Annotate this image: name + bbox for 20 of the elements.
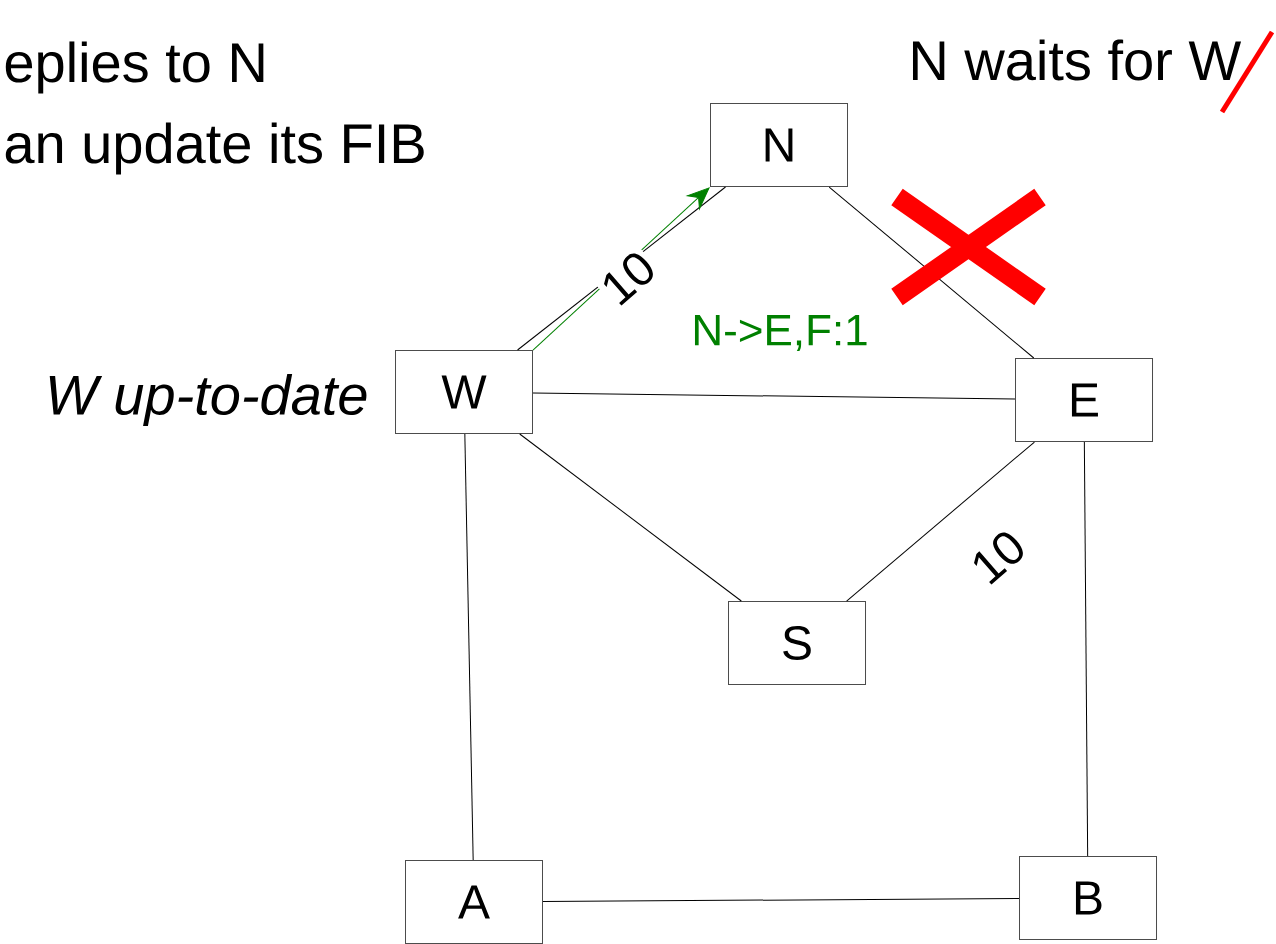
note-text: an update its FIB: [5, 122, 424, 175]
link-line: [519, 433, 742, 602]
note-text: eplies to N: [5, 41, 264, 94]
annotation-text: W up-to-date: [49, 373, 367, 427]
link-line: [1083, 441, 1089, 857]
router-box: E: [1015, 358, 1153, 442]
router-box: A: [405, 860, 543, 944]
router-box: W: [395, 350, 533, 434]
router-box: B: [1019, 856, 1157, 940]
edge-label: N->E,F:1: [695, 315, 867, 351]
link-line: [828, 186, 1035, 359]
edge-label: 10: [593, 244, 663, 312]
edge-label: 10: [963, 523, 1033, 591]
router-box: N: [710, 103, 848, 187]
link-line: [532, 392, 1016, 400]
link-line: [542, 897, 1020, 903]
link-line: [464, 433, 474, 861]
link-line: [846, 441, 1035, 602]
note-text: N waits for W: [913, 39, 1242, 81]
router-box: S: [728, 601, 866, 685]
